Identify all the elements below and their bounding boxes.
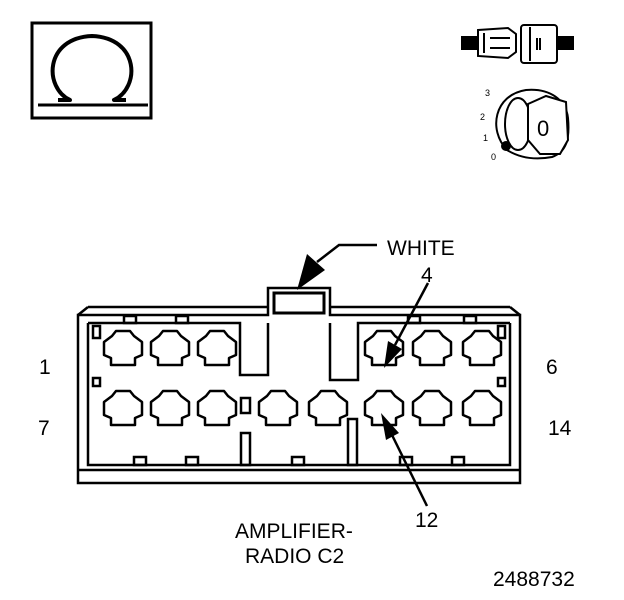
white-callout-leader xyxy=(297,243,377,290)
color-callout-label: WHITE xyxy=(387,237,455,260)
cavity-14 xyxy=(461,389,503,427)
disconnect-connector-icon xyxy=(461,24,574,64)
key-position-0: 0 xyxy=(491,152,496,162)
cavity-11 xyxy=(307,389,349,427)
key-label: 0 xyxy=(537,116,549,141)
connector-name-line1: AMPLIFIER- xyxy=(235,520,353,543)
connector-body xyxy=(76,286,522,485)
cavity-13 xyxy=(411,389,453,427)
row1-end-label: 6 xyxy=(546,356,558,379)
cavity-12 xyxy=(363,389,405,427)
cavity-4-callout-leader xyxy=(384,282,430,368)
cavity-2 xyxy=(149,329,191,367)
key-position-2: 2 xyxy=(480,112,485,122)
row2-end-label: 14 xyxy=(548,417,572,440)
cavity-12-callout-leader xyxy=(381,413,429,507)
connector-cavities xyxy=(102,329,503,427)
ohm-icon xyxy=(50,34,134,102)
cavity-4-label: 4 xyxy=(421,264,433,287)
connector-name-line2: RADIO C2 xyxy=(245,545,344,568)
cavity-1 xyxy=(102,329,144,367)
figure-number: 2488732 xyxy=(493,568,575,591)
cavity-8 xyxy=(149,389,191,427)
ohm-symbol-box xyxy=(30,21,153,120)
row1-start-label: 1 xyxy=(39,356,51,379)
cavity-5 xyxy=(411,329,453,367)
cavity-9 xyxy=(196,389,238,427)
key-position-1: 1 xyxy=(483,133,488,143)
cavity-12-label: 12 xyxy=(415,509,438,532)
cavity-7 xyxy=(102,389,144,427)
row2-start-label: 7 xyxy=(38,417,50,440)
cavity-6 xyxy=(461,329,503,367)
cavity-3 xyxy=(196,329,238,367)
cavity-10 xyxy=(257,389,299,427)
key-position-3: 3 xyxy=(485,88,490,98)
ignition-key-icon xyxy=(495,88,570,160)
